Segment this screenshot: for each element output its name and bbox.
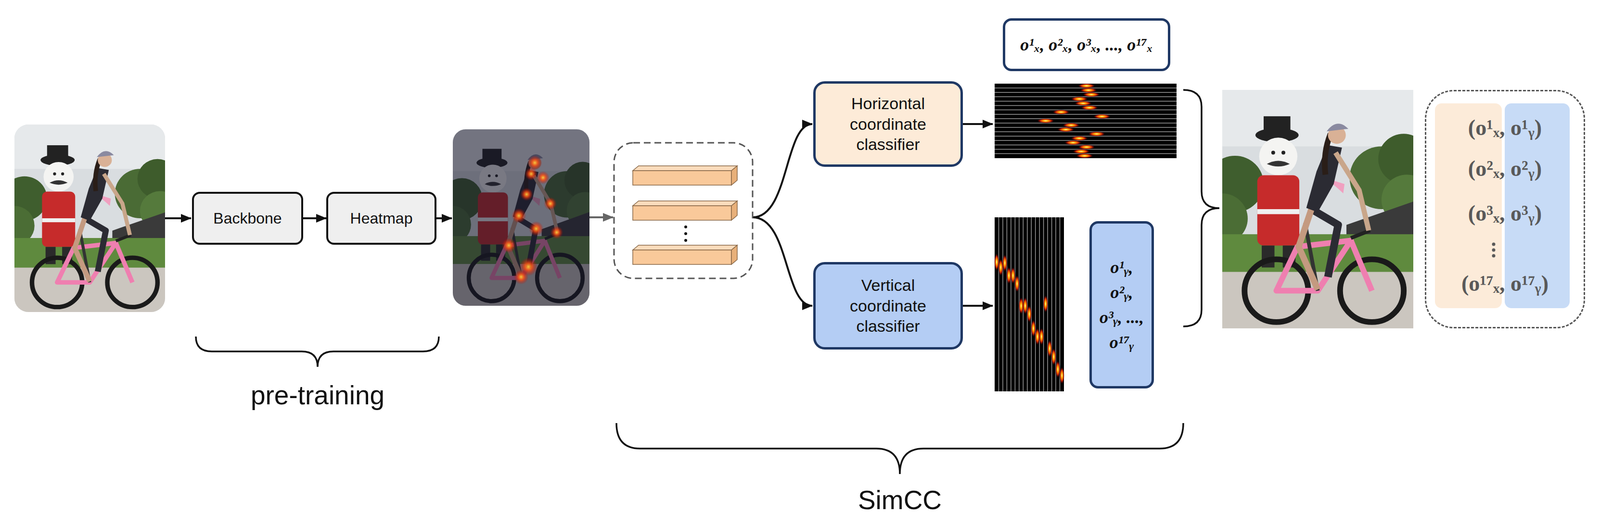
stage-label: pre-training <box>250 380 385 411</box>
ellipsis-dots <box>1490 242 1497 259</box>
arrow <box>589 216 614 219</box>
merge-brace <box>1183 89 1220 327</box>
feature-stack <box>614 142 753 279</box>
input-photo <box>0 124 180 313</box>
node-label: Backbone <box>213 209 282 228</box>
arrow-connector <box>303 217 327 220</box>
output-photo <box>1196 89 1433 329</box>
classifier-box: Horizontal coordinate classifier <box>813 81 963 167</box>
node-label: Heatmap <box>350 209 413 228</box>
heatmap-photo <box>434 129 603 307</box>
arrow <box>752 124 813 218</box>
feature-bar <box>632 166 738 265</box>
node-label: Vertical coordinate classifier <box>825 275 951 337</box>
coordinate-pair: (o²ₓ, o²ᵧ) <box>1426 154 1584 184</box>
node-label: o¹ₓ, o²ₓ, o³ₓ, ..., o¹⁷ₓ <box>1020 34 1153 55</box>
stage-brace <box>195 336 439 368</box>
stage-brace <box>616 423 1184 475</box>
coordinate-pair: (o¹⁷ₓ, o¹⁷ᵧ) <box>1426 269 1584 299</box>
arrow <box>962 305 993 308</box>
coordinate-pair: (o¹ₓ, o¹ᵧ) <box>1426 113 1584 143</box>
coordinate-pair: (o³ₓ, o³ᵧ) <box>1426 199 1584 229</box>
x-heatmap-strip <box>994 83 1177 159</box>
classifier-box: Vertical coordinate classifier <box>813 262 963 350</box>
ellipsis-dots <box>684 225 688 243</box>
stage-label: SimCC <box>857 485 942 516</box>
arrow <box>165 217 192 220</box>
y-heatmap-strip <box>994 217 1065 392</box>
process-box: Backbone <box>192 192 304 245</box>
coordinate-list: (o¹ₓ, o¹ᵧ) (o²ₓ, o²ᵧ) (o³ₓ, o³ᵧ) (o¹⁷ₓ, o¹⁷… <box>1424 89 1586 329</box>
node-label: Horizontal coordinate classifier <box>825 93 951 155</box>
arrow <box>752 217 813 307</box>
node-label: o¹ᵧ, o²ᵧ, o³ᵧ, ..., o¹⁷ᵧ <box>1097 255 1146 356</box>
arrow <box>436 217 452 220</box>
output-box: o¹ₓ, o²ₓ, o³ₓ, ..., o¹⁷ₓ <box>1002 18 1171 72</box>
arrow <box>962 123 993 126</box>
output-box: o¹ᵧ, o²ᵧ, o³ᵧ, ..., o¹⁷ᵧ <box>1089 221 1154 389</box>
process-box: Heatmap <box>326 192 437 245</box>
